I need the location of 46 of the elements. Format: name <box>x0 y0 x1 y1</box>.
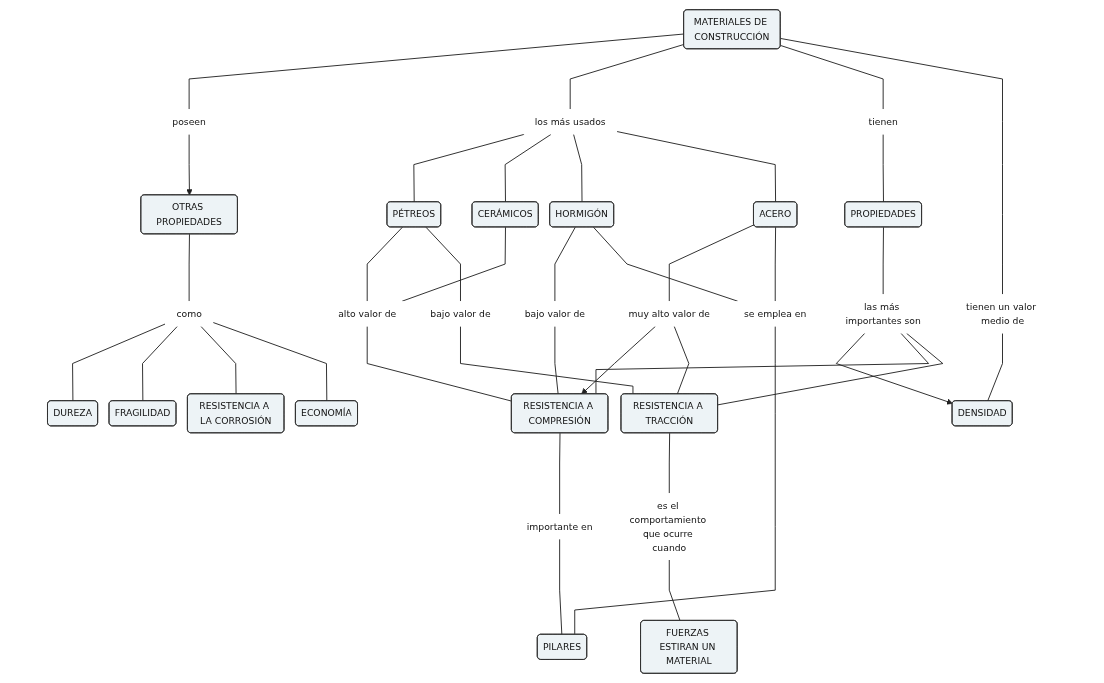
connector <box>987 332 1003 402</box>
connector <box>882 133 884 203</box>
connector <box>668 224 755 302</box>
connector <box>413 133 525 203</box>
connector <box>559 538 563 636</box>
connector <box>366 226 403 302</box>
connector <box>401 226 506 302</box>
connector <box>780 38 1003 295</box>
node-text: se emplea en <box>744 308 807 319</box>
node-text: importante en <box>526 521 593 532</box>
connector <box>593 226 739 302</box>
connector <box>200 325 237 395</box>
connector <box>188 33 685 110</box>
connector <box>717 332 944 406</box>
connector <box>673 325 690 395</box>
connector <box>780 45 884 110</box>
connector <box>188 233 190 302</box>
connector <box>460 325 634 395</box>
node-text: como <box>176 308 202 319</box>
connector <box>142 325 178 402</box>
connector <box>72 323 166 402</box>
connector <box>668 432 671 494</box>
connector <box>573 133 583 203</box>
node-text: bajo valor de <box>524 308 586 319</box>
connector <box>554 325 559 395</box>
connector <box>504 133 552 203</box>
connector <box>774 226 777 302</box>
connector <box>595 332 930 394</box>
node-text: es el comportamiento que ocurre cuando <box>629 500 707 553</box>
connector <box>212 322 328 402</box>
connector <box>668 559 681 622</box>
node-text: muy alto valor de <box>628 308 710 319</box>
connector <box>882 226 884 295</box>
node-text: bajo valor de <box>430 308 491 319</box>
node-text: los más usados <box>534 116 606 127</box>
connector <box>425 226 461 302</box>
connector <box>616 131 777 203</box>
node-text: poseen <box>172 116 206 127</box>
connector <box>569 44 685 110</box>
connector <box>559 432 561 515</box>
connector <box>366 325 513 402</box>
node-text: tienen <box>868 116 898 127</box>
connector <box>554 226 576 302</box>
node-text: alto valor de <box>338 308 397 319</box>
node-text: tienen un valor medio de <box>966 301 1037 326</box>
node-text: las más importantes son <box>845 301 921 326</box>
